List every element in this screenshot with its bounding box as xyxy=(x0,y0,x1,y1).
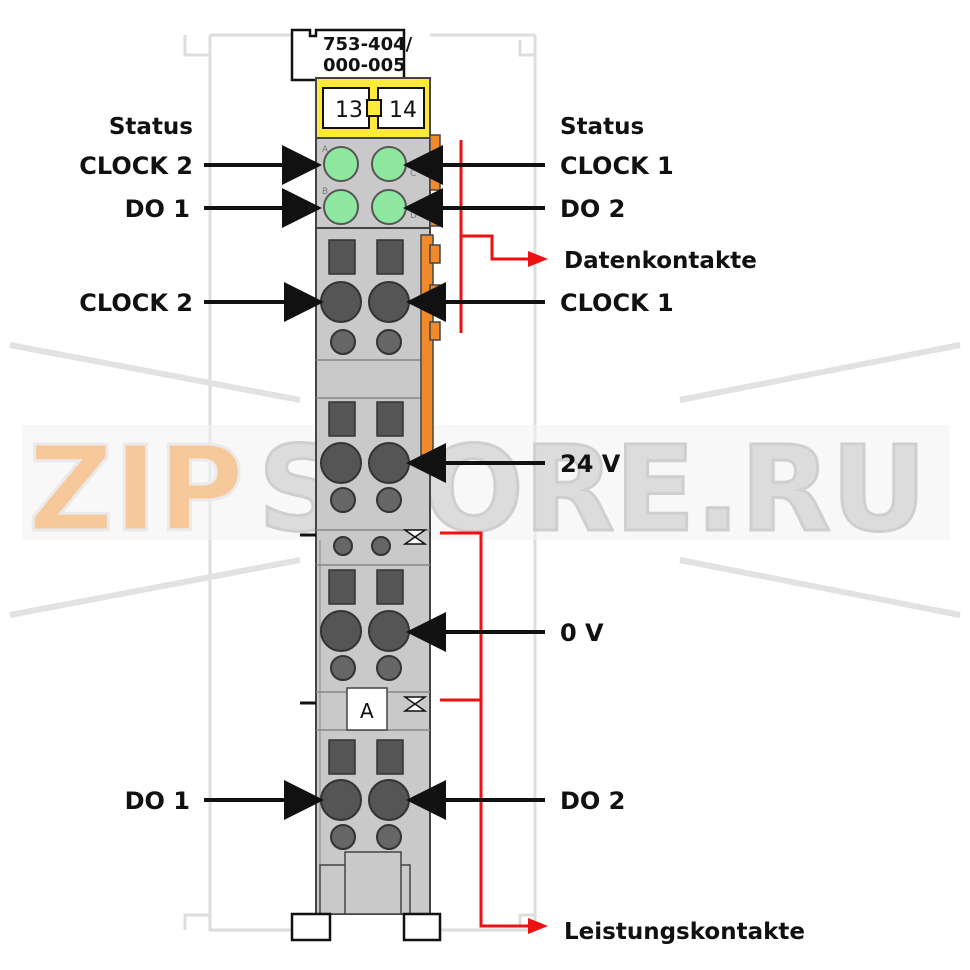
pointer-arrows xyxy=(204,145,545,820)
led-letter-a: A xyxy=(322,145,329,155)
conn-clock2-label: CLOCK 2 xyxy=(79,289,193,317)
led-do1-label: DO 1 xyxy=(125,195,190,223)
watermark-text-orange: ZIP xyxy=(28,420,244,558)
led-do2 xyxy=(371,189,407,225)
watermark: ZIP STORE.RU xyxy=(9,342,961,618)
data-contacts-label: Datenkontakte xyxy=(564,248,757,274)
status-left-label: Status xyxy=(109,114,193,140)
part-number-plate: 753-404/ 000-005 xyxy=(290,28,413,82)
conn-24v-label: 24 V xyxy=(560,450,621,478)
part-number-line2: 000-005 xyxy=(323,55,406,76)
led-letter-c: C xyxy=(410,169,416,179)
terminal-block-do xyxy=(320,739,410,850)
terminal-block-24v xyxy=(300,401,428,556)
led-clock2-label: CLOCK 2 xyxy=(79,152,193,180)
conn-0v-label: 0 V xyxy=(560,619,604,647)
status-right-label: Status xyxy=(560,114,644,140)
status-leds: A C B D xyxy=(322,145,417,225)
labels: Status Status CLOCK 2 DO 1 CLOCK 1 DO 2 … xyxy=(79,114,805,945)
marker-left-text: 13 xyxy=(335,98,363,123)
led-clock2 xyxy=(323,146,359,182)
conn-do2-label: DO 2 xyxy=(560,787,625,815)
terminal-block-clock xyxy=(320,239,410,355)
led-letter-b: B xyxy=(322,187,328,197)
part-number-line1: 753-404/ xyxy=(323,34,413,55)
conn-do1-label: DO 1 xyxy=(125,787,190,815)
led-letter-d: D xyxy=(410,211,417,221)
led-do2-label: DO 2 xyxy=(560,195,625,223)
terminal-block-0v: A xyxy=(300,569,428,731)
led-do1 xyxy=(323,189,359,225)
marker-right-text: 14 xyxy=(389,98,417,123)
bottom-clips xyxy=(290,912,442,942)
marker-strip: 13 14 xyxy=(315,77,431,139)
power-contacts-bracket xyxy=(440,531,548,934)
led-clock1 xyxy=(371,146,407,182)
coding-letter: A xyxy=(360,699,374,723)
led-clock1-label: CLOCK 1 xyxy=(560,152,674,180)
conn-clock1-label: CLOCK 1 xyxy=(560,289,674,317)
power-contacts-label: Leistungskontakte xyxy=(564,919,805,945)
